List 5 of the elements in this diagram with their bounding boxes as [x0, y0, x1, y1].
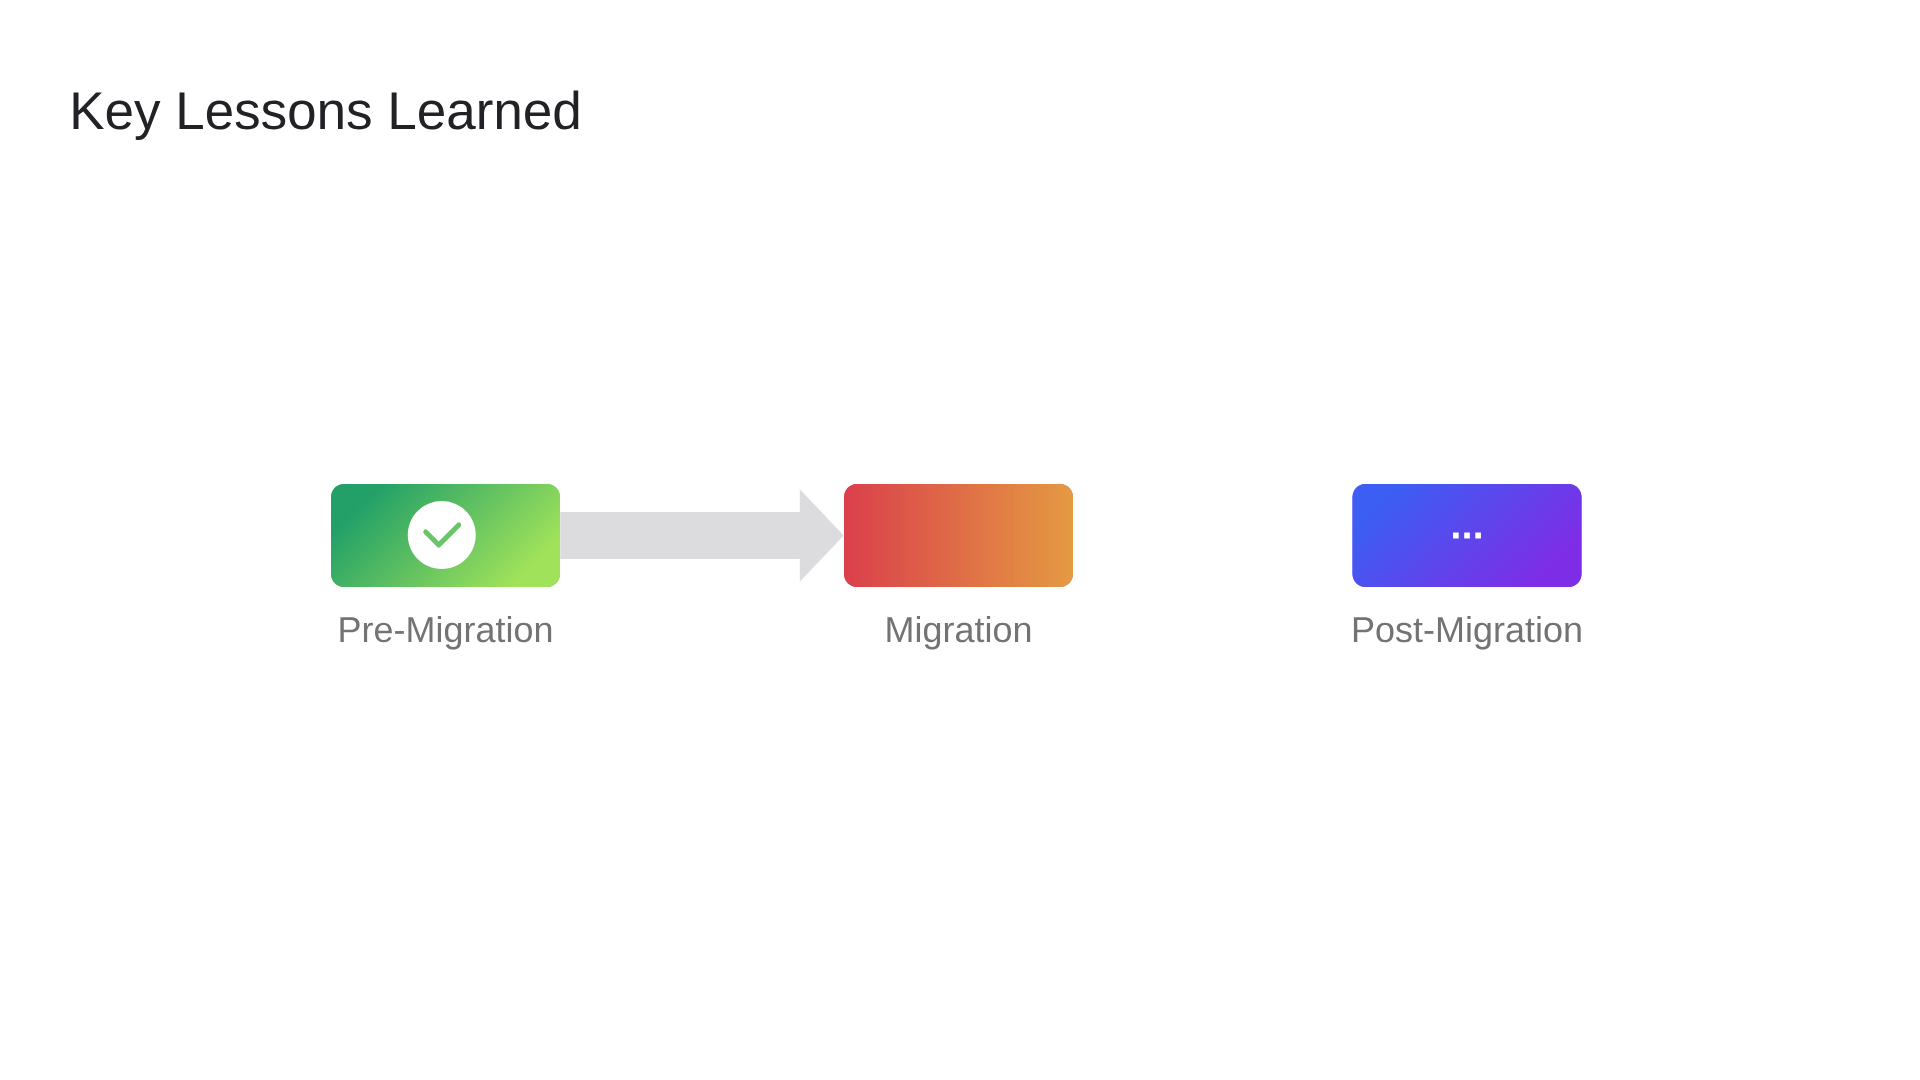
stage-label: Post-Migration: [1353, 615, 1581, 650]
stage-box: ...: [1352, 484, 1582, 587]
stage-label: Migration: [887, 615, 1031, 650]
stage-label: Pre-Migration: [340, 615, 552, 650]
slide-title: Key Lessons Learned: [73, 90, 579, 140]
